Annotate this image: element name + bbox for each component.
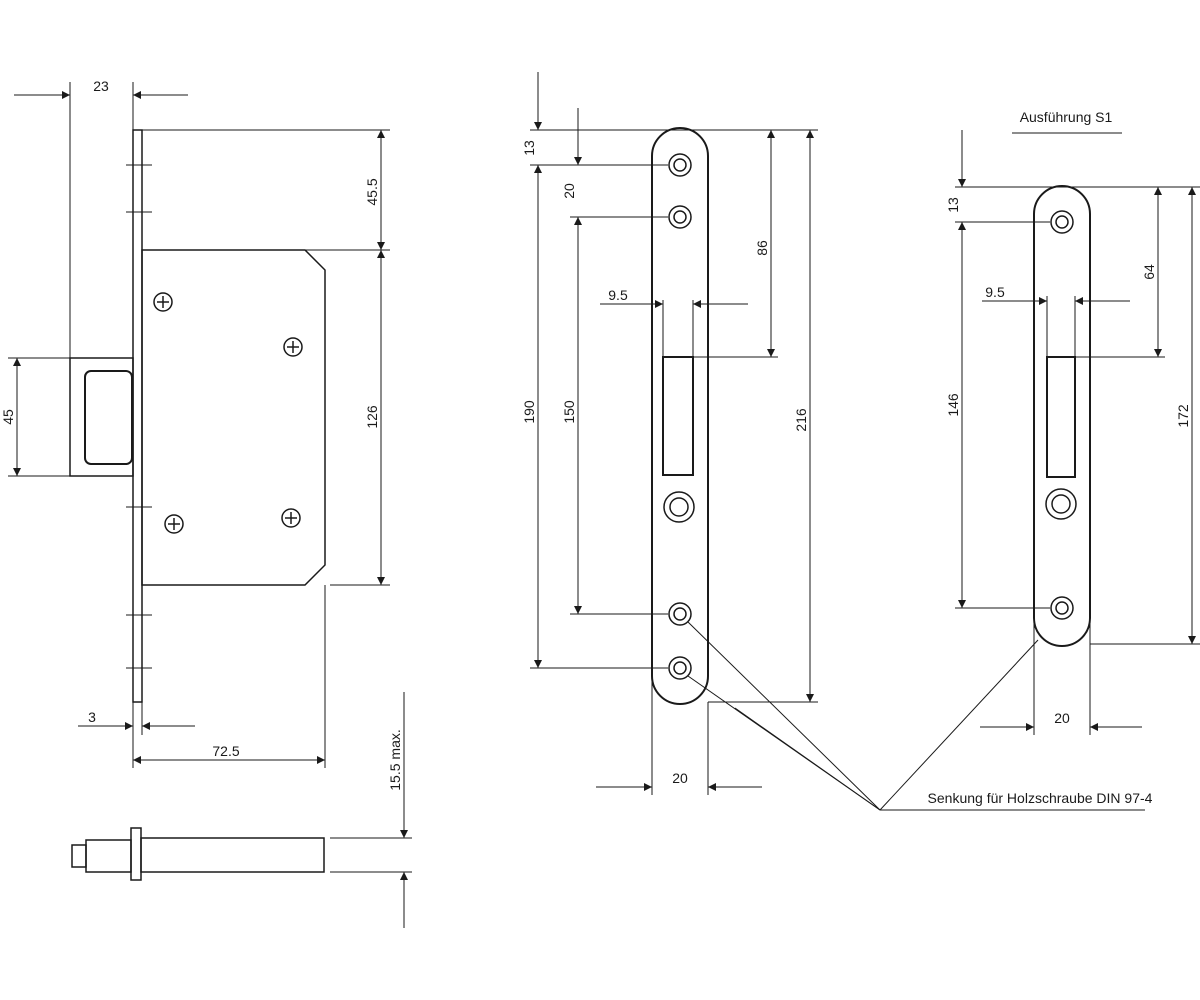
s1-dim-146-label: 146	[945, 393, 961, 417]
lock-faceplate	[132, 129, 143, 703]
strike-dim-13-label: 13	[521, 140, 537, 156]
lock-dimensions: 23 45.5 126 45 3 72.5	[0, 78, 390, 768]
countersunk-hole-icon	[668, 153, 692, 177]
countersunk-hole-icon	[1050, 596, 1074, 620]
lock-front-view	[69, 129, 326, 703]
strike-dim-20-h-label: 20	[672, 770, 688, 786]
faceplate-ticks	[126, 164, 152, 669]
countersunk-hole-icon	[668, 205, 692, 229]
lock-side-view: 15.5 max.	[71, 692, 412, 928]
strike-dim-150-label: 150	[561, 400, 577, 424]
latch-bolt-window	[84, 370, 133, 465]
screw-icon	[283, 337, 303, 357]
s1-dim-64-label: 64	[1141, 264, 1157, 280]
screw-icon	[164, 514, 184, 534]
dim-45-label: 45	[0, 409, 16, 425]
strike-dim-190-label: 190	[521, 400, 537, 424]
screw-icon	[153, 292, 173, 312]
s1-latch-opening	[1046, 356, 1076, 478]
strike-latch-opening	[662, 356, 694, 476]
dim-3-label: 3	[88, 709, 96, 725]
s1-plate-outline	[1033, 185, 1091, 647]
countersunk-hole-icon	[663, 491, 695, 523]
strike-dim-20-v-label: 20	[561, 183, 577, 199]
countersunk-hole-icon	[1050, 210, 1074, 234]
strike-plate-outline	[651, 127, 709, 705]
dim-15-5-max-label: 15.5 max.	[387, 729, 403, 790]
dim-23-label: 23	[93, 78, 109, 94]
latch-bolt	[69, 357, 134, 477]
screw-icon	[281, 508, 301, 528]
strike-dim-9-5-label: 9.5	[608, 287, 628, 303]
s1-dimensions: 13 146 64 172 9.5 20	[945, 130, 1200, 735]
strike-dim-86-label: 86	[754, 240, 770, 256]
strike-dim-216-label: 216	[793, 408, 809, 432]
s1-dim-9-5-label: 9.5	[985, 284, 1005, 300]
strike-dimensions: 13 190 20 150 86 216 9.5 20	[521, 72, 818, 795]
strike-plate-s1: Ausführung S1	[1012, 109, 1122, 647]
dim-45-5-label: 45.5	[364, 178, 380, 205]
countersink-note: Senkung für Holzschraube DIN 97-4	[928, 790, 1153, 806]
countersunk-hole-icon	[1045, 488, 1077, 520]
s1-dim-13-label: 13	[945, 197, 961, 213]
countersunk-hole-icon	[668, 602, 692, 626]
dim-72-5-label: 72.5	[212, 743, 239, 759]
dim-126-label: 126	[364, 405, 380, 429]
s1-dim-172-label: 172	[1175, 404, 1191, 428]
strike-plate	[651, 127, 709, 705]
countersunk-hole-icon	[668, 656, 692, 680]
lock-case	[141, 249, 326, 586]
s1-dim-20-h-label: 20	[1054, 710, 1070, 726]
countersink-leaders	[687, 621, 1145, 811]
variant-label: Ausführung S1	[1020, 109, 1113, 125]
